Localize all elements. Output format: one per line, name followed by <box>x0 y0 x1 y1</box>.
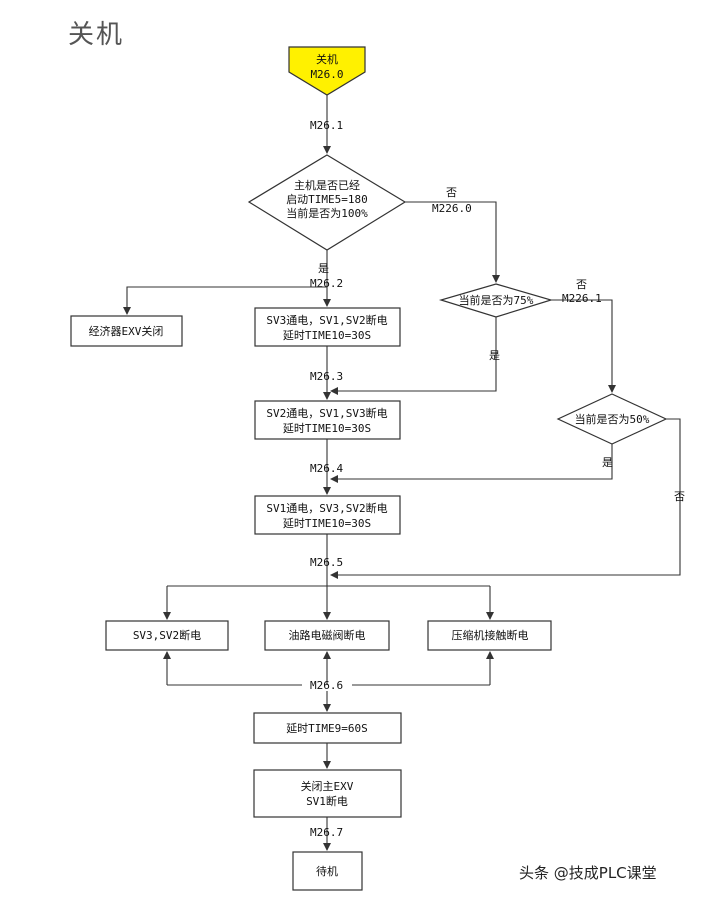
box-sv3-line2: 延时TIME10=30S <box>283 329 371 342</box>
label-no1: 否 <box>446 186 457 199</box>
box-close-line2: SV1断电 <box>306 794 348 808</box>
box-sv1-line2: 延时TIME10=30S <box>283 517 371 530</box>
label-m264: M26.4 <box>310 462 343 475</box>
page-title: 关机 <box>68 20 125 50</box>
decision1-line1: 主机是否已经 <box>294 178 360 192</box>
edge-decision3-yes <box>330 444 613 483</box>
box-sv3-line1: SV3通电，SV1,SV2断电 <box>266 313 387 327</box>
label-m262: M26.2 <box>310 277 343 290</box>
decision3-label: 当前是否为50% <box>575 412 650 426</box>
box-standby <box>292 851 363 891</box>
box-sv1-line1: SV1通电，SV3,SV2断电 <box>266 501 387 515</box>
box-sv2-line2: 延时TIME10=30S <box>283 422 371 435</box>
label-m261: M26.1 <box>310 119 343 132</box>
label-no3: 否 <box>674 490 685 503</box>
box-sv32-off <box>105 620 229 651</box>
label-m265: M26.5 <box>310 556 343 569</box>
label-yes3: 是 <box>602 456 613 469</box>
box-standby-label: 待机 <box>316 864 338 878</box>
decision1-line3: 当前是否为100% <box>286 206 368 220</box>
start-label-2: M26.0 <box>310 68 343 81</box>
box-delay9 <box>253 712 402 744</box>
start-node <box>288 46 366 96</box>
box-delay9-label: 延时TIME9=60S <box>286 722 368 735</box>
box-comp-label: 压缩机接触断电 <box>452 628 529 642</box>
box-close-line1: 关闭主EXV <box>301 779 354 793</box>
label-yes1: 是 <box>318 262 329 275</box>
box-close-exv <box>253 769 402 818</box>
label-m263: M26.3 <box>310 370 343 383</box>
decision2-label: 当前是否为75% <box>459 293 534 307</box>
box-exv-close <box>70 315 183 347</box>
edge-decision3-no <box>330 418 681 579</box>
box-sv2-on <box>254 400 401 440</box>
box-oil-label: 油路电磁阀断电 <box>289 628 366 642</box>
edge-to-exv <box>123 286 327 315</box>
edge-decision2-no <box>551 299 616 393</box>
label-m2260: M226.0 <box>432 202 472 215</box>
box-oil-valve-off <box>264 620 390 651</box>
box-sv32-off-label: SV3,SV2断电 <box>133 628 201 642</box>
watermark-text: 头条 @技成PLC课堂 <box>519 864 657 882</box>
box-sv2-line1: SV2通电，SV1,SV3断电 <box>266 406 387 420</box>
label-yes2: 是 <box>489 349 500 362</box>
edge-decision2-yes <box>330 317 497 395</box>
label-m266: M26.6 <box>310 679 343 692</box>
label-no2: 否 <box>576 278 587 291</box>
box-compressor-off <box>427 620 552 651</box>
edge-decision1-no <box>405 201 500 283</box>
label-m267: M26.7 <box>310 826 343 839</box>
box-exv-close-label: 经济器EXV关闭 <box>89 324 164 338</box>
label-m2261: M226.1 <box>562 292 602 305</box>
start-label-1: 关机 <box>316 52 338 66</box>
box-sv1-on <box>254 495 401 535</box>
decision1-line2: 启动TIME5=180 <box>286 193 368 206</box>
